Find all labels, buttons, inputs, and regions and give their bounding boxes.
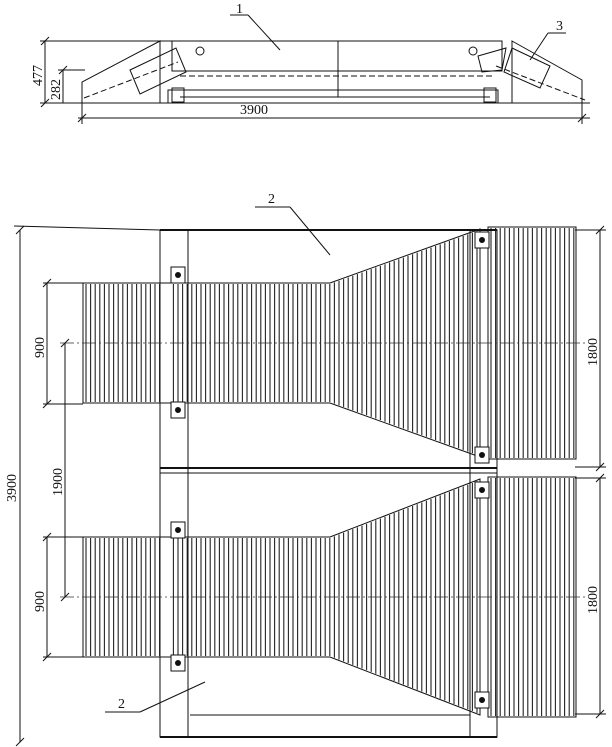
- dim-3900-elevation: 3900: [240, 103, 268, 118]
- dim-477: 477: [31, 65, 46, 86]
- bolt-icon: [175, 407, 181, 413]
- plan-view: 3900 900 1900 900 1800 1800 2 2: [5, 192, 606, 747]
- dim-900-top: 900: [33, 337, 48, 358]
- bolt-icon: [479, 237, 485, 243]
- left-ramp: [81, 40, 161, 104]
- callout-2-bottom: 2: [118, 697, 125, 712]
- left-frame-column: [159, 229, 189, 738]
- platform: [171, 40, 503, 72]
- dim-1800-bottom: 1800: [586, 586, 601, 614]
- dim-3900-plan: 3900: [5, 474, 20, 502]
- callout-2-top: 2: [268, 192, 275, 207]
- dim-900-bottom: 900: [33, 591, 48, 612]
- callout-1: 1: [236, 2, 243, 17]
- bolt-icon: [175, 660, 181, 666]
- bolt-icon: [479, 487, 485, 493]
- dim-1900: 1900: [51, 468, 66, 496]
- bolt-icon: [479, 452, 485, 458]
- dim-282: 282: [49, 79, 64, 100]
- bolt-icon: [175, 272, 181, 278]
- bolt-icon: [479, 697, 485, 703]
- bolt-icon: [175, 527, 181, 533]
- elevation-view: 477 282 3900 1 3: [31, 2, 590, 124]
- callout-3: 3: [556, 19, 563, 34]
- dim-1800-top: 1800: [586, 338, 601, 366]
- right-frame-column: [469, 229, 498, 738]
